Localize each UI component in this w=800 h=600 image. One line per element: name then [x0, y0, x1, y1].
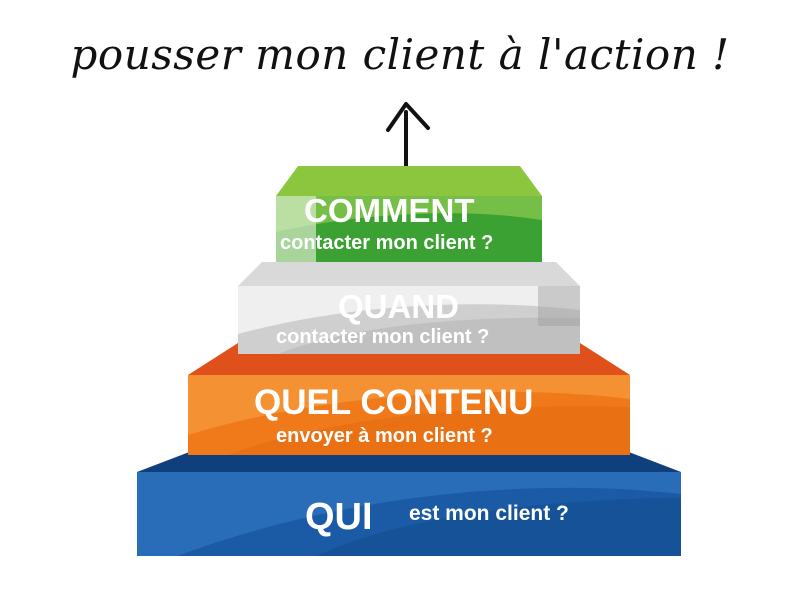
step-quand: QUAND contacter mon client ?	[238, 262, 580, 356]
step-qui: QUI est mon client ?	[137, 446, 681, 558]
step-qui-subtitle: est mon client ?	[409, 502, 569, 525]
step-comment-title: COMMENT	[304, 192, 475, 229]
step-qui-title: QUI	[305, 496, 373, 538]
headline: pousser mon client à l'action !	[70, 30, 730, 79]
step-comment-subtitle: contacter mon client ?	[280, 232, 494, 254]
step-quel-contenu-title: QUEL CONTENU	[254, 383, 534, 422]
step-quel-contenu-subtitle: envoyer à mon client ?	[276, 425, 493, 447]
step-comment: COMMENT contacter mon client ?	[276, 166, 542, 264]
step-quel-contenu: QUEL CONTENU envoyer à mon client ?	[188, 343, 630, 458]
step-quand-title: QUAND	[338, 288, 459, 325]
step-quand-subtitle: contacter mon client ?	[276, 326, 490, 348]
